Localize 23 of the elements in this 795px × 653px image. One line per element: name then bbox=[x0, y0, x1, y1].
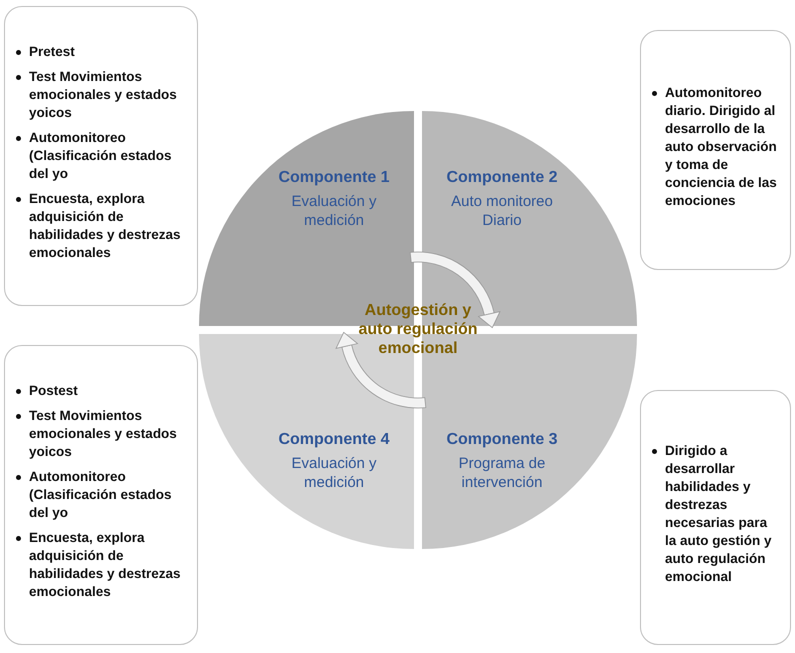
text-box bbox=[4, 345, 198, 645]
text-box bbox=[4, 6, 198, 306]
text-box bbox=[640, 30, 791, 270]
bullet-item: Pretest bbox=[29, 44, 75, 59]
component-title: Componente 1 bbox=[277, 168, 391, 188]
bullet-item: Automonitoreo diario. Dirigido al desarrollo de la auto observación y toma de conciencia de las emociones bbox=[665, 84, 777, 208]
bullet-item: Encuesta, explora adquisición de habilidades y destrezas emocionales bbox=[29, 530, 181, 599]
bullet-item: Encuesta, explora adquisición de habilidades y destrezas emocionales bbox=[29, 191, 181, 260]
bullet-item: Test Movimientos emocionales y estados yoicos bbox=[29, 69, 177, 120]
component-description: Auto monitoreo Diario bbox=[450, 192, 554, 230]
bullet-item: Dirigido a desarrollar habilidades y destrezas necesarias para la auto gestión y auto regulación emocional bbox=[665, 443, 772, 584]
component-description: Programa de intervención bbox=[458, 454, 546, 492]
component-title: Componente 4 bbox=[277, 430, 391, 450]
component-description: Evaluación y medición bbox=[290, 192, 378, 230]
component-title: Componente 3 bbox=[445, 430, 559, 450]
component-title: Componente 2 bbox=[445, 168, 559, 188]
bullet-item: Automonitoreo (Clasificación estados del yo bbox=[29, 130, 172, 181]
bullet-item: Test Movimientos emocionales y estados yoicos bbox=[29, 408, 177, 459]
bullet-item: Postest bbox=[29, 383, 78, 398]
component-description: Evaluación y medición bbox=[290, 454, 378, 492]
text-box bbox=[640, 390, 791, 645]
center-title: Autogestión y auto regulación emocional bbox=[357, 301, 479, 358]
bullet-item: Automonitoreo (Clasificación estados del yo bbox=[29, 469, 172, 520]
